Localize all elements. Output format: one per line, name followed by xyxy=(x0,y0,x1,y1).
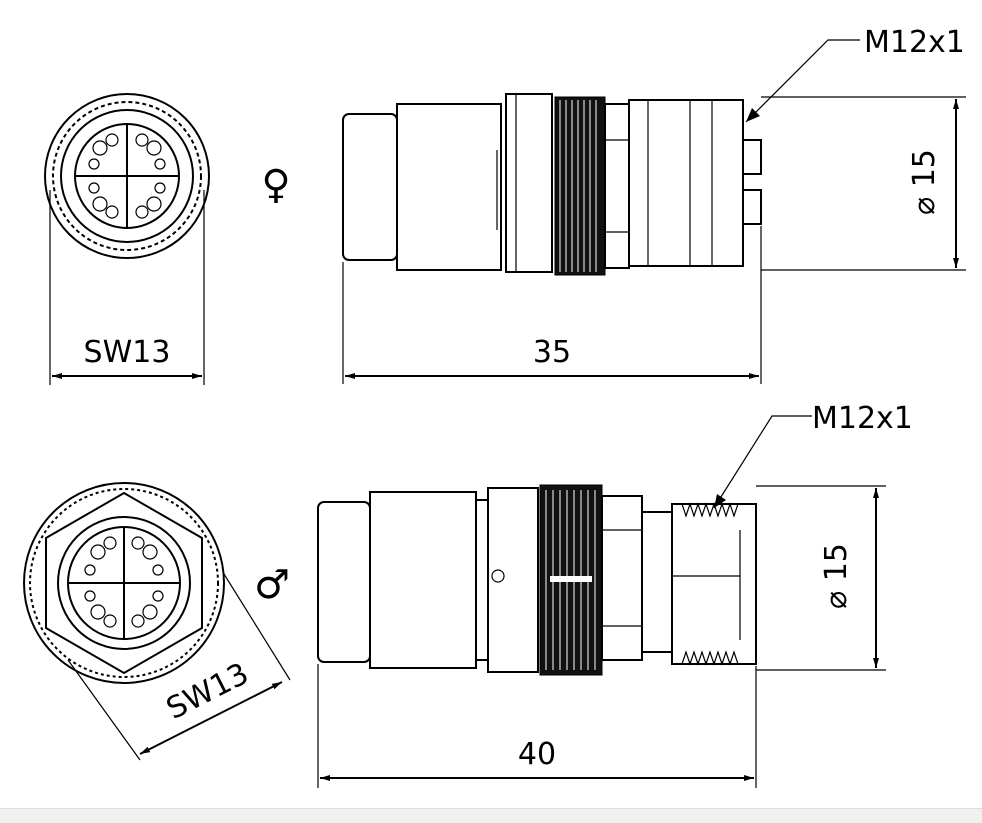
male-front-view: SW13 xyxy=(23,482,291,761)
male-ring-a xyxy=(475,499,489,661)
female-knurled-nut xyxy=(554,96,606,276)
male-hex-section xyxy=(601,495,643,661)
male-diameter-label: ⌀ 15 xyxy=(819,543,854,609)
male-shoulder xyxy=(641,511,673,653)
bottom-strip xyxy=(0,808,982,823)
male-wrench-label: SW13 xyxy=(161,656,254,727)
male-cable-sleeve xyxy=(317,501,371,663)
female-collar xyxy=(505,93,553,273)
female-front-view: SW13 xyxy=(44,93,210,385)
female-thread-label: M12x1 xyxy=(864,25,965,60)
female-length-label: 35 xyxy=(533,335,571,370)
male-wrench-dimension xyxy=(139,681,283,755)
male-collar xyxy=(487,487,539,673)
female-diameter-label: ⌀ 15 xyxy=(907,149,942,215)
male-knurl-ring xyxy=(29,488,219,678)
male-hex-outline xyxy=(45,491,203,675)
female-pin-lower xyxy=(742,189,762,225)
female-knurl-ring xyxy=(52,101,202,251)
female-wrench-label: SW13 xyxy=(84,335,171,370)
male-symbol: ♂ xyxy=(254,562,290,608)
male-side-view: 40 ⌀ 15 M12x1 xyxy=(317,401,913,788)
female-side-view: 35 ⌀ 15 M12x1 xyxy=(342,25,966,384)
female-hex-section xyxy=(604,103,630,269)
male-thread-leader xyxy=(713,415,812,509)
male-housing xyxy=(369,491,477,669)
female-cable-sleeve xyxy=(342,113,398,261)
female-coupling-sleeve xyxy=(628,99,744,267)
male-outer-ring xyxy=(23,482,225,684)
female-symbol: ♀ xyxy=(261,162,290,208)
female-outer-ring xyxy=(44,93,210,259)
male-pin-contacts xyxy=(84,536,164,628)
female-inner-ring xyxy=(60,109,194,243)
female-thread-leader xyxy=(745,39,860,123)
male-thread-label: M12x1 xyxy=(812,401,913,436)
female-pin-upper xyxy=(742,139,762,175)
male-length-label: 40 xyxy=(518,737,556,772)
male-inner-ring xyxy=(57,516,191,650)
female-housing xyxy=(396,103,502,271)
female-pin-contacts xyxy=(88,133,166,219)
male-threaded-pin xyxy=(671,503,757,665)
